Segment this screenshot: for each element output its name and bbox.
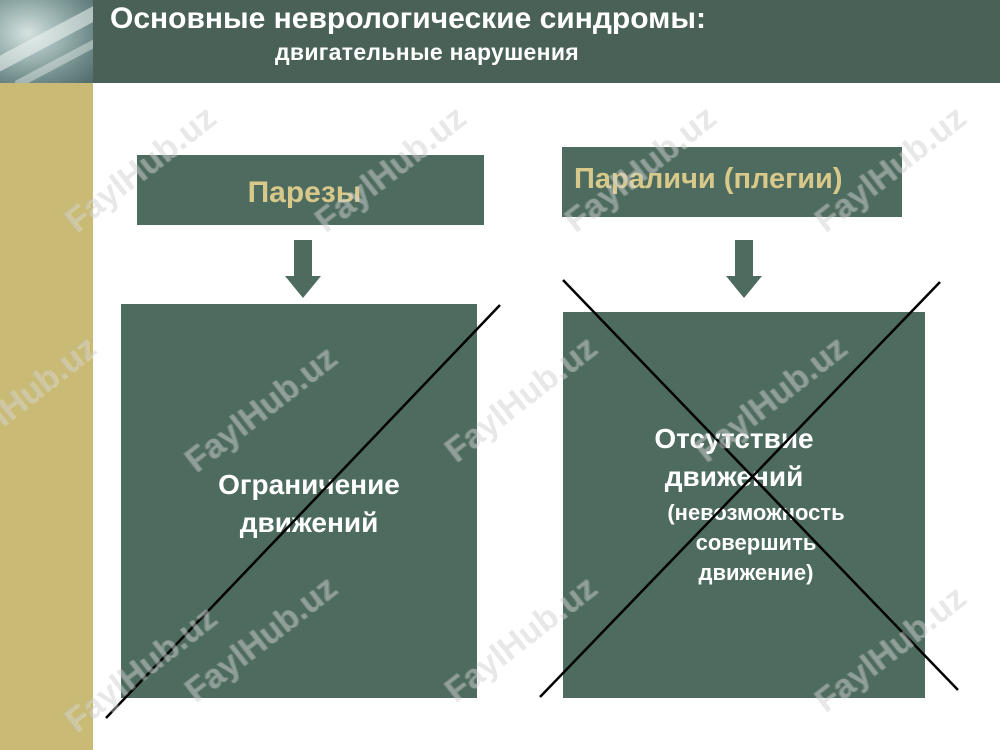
paresis-label: Парезы <box>247 176 362 209</box>
paralysis-label: Параличи (плегии) <box>574 162 843 195</box>
paralysis-description: Отсутствие движений <box>553 420 915 496</box>
paralysis-note-line1: (невозможность <box>667 500 845 525</box>
paralysis-label-box: Параличи (плегии) <box>562 147 902 217</box>
left-decorative-bar <box>0 83 93 750</box>
slide-subtitle: двигательные нарушения <box>275 39 580 65</box>
paralysis-description-box: Отсутствие движений (невозможность совер… <box>563 312 925 698</box>
slide-title: Основные неврологические синдромы: <box>110 2 706 35</box>
paralysis-description-line1: Отсутствие <box>654 423 814 454</box>
slide-header: Основные неврологические синдромы: двига… <box>0 0 1000 83</box>
paresis-label-box: Парезы <box>137 155 484 225</box>
paresis-description-line1: Ограничение <box>218 469 400 500</box>
down-arrow-icon <box>285 240 321 298</box>
paralysis-note-line2: совершить <box>695 530 817 555</box>
paralysis-note: (невозможность совершить движение) <box>575 498 937 588</box>
right-strike-line-a <box>562 279 959 691</box>
left-strike-line <box>105 304 501 719</box>
down-arrow-icon <box>726 240 762 298</box>
right-strike-line-b <box>539 281 941 698</box>
header-photo-image <box>0 0 93 83</box>
paresis-description-box: Ограничение движений <box>121 304 477 698</box>
paralysis-description-line2: движений <box>664 461 804 492</box>
paresis-description-line2: движений <box>239 507 379 538</box>
paresis-description: Ограничение движений <box>131 466 487 542</box>
paralysis-note-line3: движение) <box>698 560 814 585</box>
